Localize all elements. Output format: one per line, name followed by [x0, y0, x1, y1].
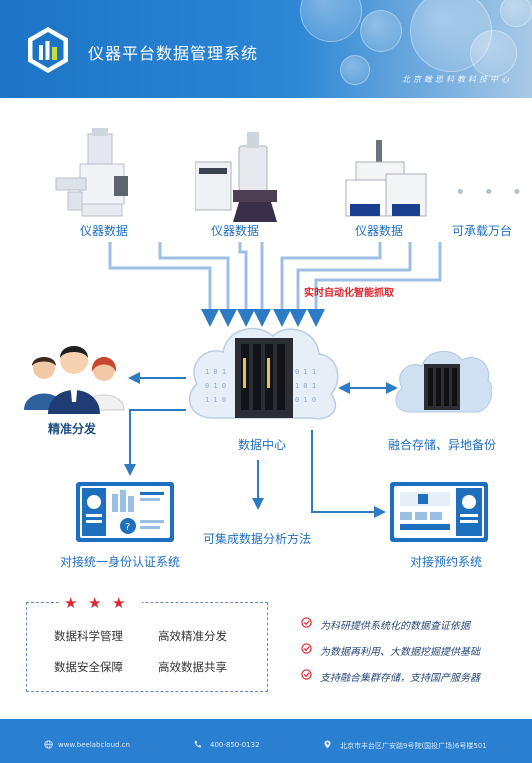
location-pin-icon — [324, 740, 331, 749]
instrument-2-label: 仪器数据 — [211, 224, 260, 238]
svg-text:0 1 1: 0 1 1 — [295, 368, 316, 376]
feature-item: 数据安全保障 — [54, 660, 123, 674]
backup-storage-cloud-icon — [395, 351, 492, 413]
more-instruments-ellipsis: • • • — [455, 182, 529, 203]
phone-icon — [194, 740, 202, 748]
users-group-icon — [24, 346, 125, 414]
header-banner — [0, 0, 532, 98]
bubble-decoration — [340, 55, 370, 85]
svg-text:?: ? — [125, 522, 130, 533]
bubble-decoration — [470, 30, 517, 77]
instrument-1-image — [55, 128, 128, 217]
features-box — [26, 602, 268, 692]
svg-text:0 1 0: 0 1 0 — [295, 396, 316, 404]
data-center-cloud-icon: 1 0 1 0 1 0 1 1 0 0 1 1 1 0 1 0 1 0 — [188, 327, 339, 420]
app-logo-icon — [28, 27, 68, 73]
identity-auth-card-icon: ? — [76, 482, 174, 542]
phone-number: 400-850-0132 — [210, 741, 260, 749]
check-circle-icon — [301, 643, 312, 654]
page-title: 仪器平台数据管理系统 — [88, 44, 259, 63]
instrument-3-image — [345, 140, 427, 217]
booking-system-card-icon — [390, 482, 488, 542]
feature-item: 高效精准分发 — [158, 629, 227, 643]
instrument-2-image — [195, 132, 277, 222]
svg-text:1 0 1: 1 0 1 — [205, 368, 226, 376]
bubble-decoration — [500, 0, 532, 27]
star-icon: ★ — [88, 594, 102, 612]
svg-text:0 1 0: 0 1 0 — [205, 382, 226, 390]
check-circle-icon — [301, 669, 312, 680]
instrument-capacity-label: 可承载万台 — [452, 224, 513, 238]
address: 北京市丰台区广安路9号院(国投广场)6号楼501 — [340, 742, 487, 750]
globe-icon — [44, 740, 53, 749]
feature-item: 高效数据共享 — [158, 660, 227, 674]
instrument-1-label: 仪器数据 — [80, 224, 129, 238]
stars-background — [60, 594, 142, 612]
star-icon: ★ — [112, 594, 126, 612]
data-center-label: 数据中心 — [238, 438, 287, 452]
footer-bar — [0, 719, 532, 763]
organization-name: 北京瞰思科教科技中心 — [402, 75, 512, 84]
svg-text:1 0 1: 1 0 1 — [295, 382, 316, 390]
analysis-methods-label: 可集成数据分析方法 — [203, 532, 312, 546]
benefit-item: 支持融合集群存储，支持国产服务器 — [320, 673, 480, 684]
benefit-item: 为数据再利用、大数据挖掘提供基础 — [320, 647, 480, 658]
auto-capture-label: 实时自动化智能抓取 — [304, 288, 394, 299]
precise-distribution-label: 精准分发 — [48, 422, 97, 436]
benefit-item: 为科研提供系统化的数据查证依据 — [320, 621, 470, 632]
storage-backup-label: 融合存储、异地备份 — [388, 438, 497, 452]
bubble-decoration — [360, 10, 402, 52]
feature-item: 数据科学管理 — [54, 629, 123, 643]
instrument-3-label: 仪器数据 — [355, 224, 404, 238]
website-link[interactable]: www.beelabcloud.cn — [58, 741, 130, 749]
svg-text:1 1 0: 1 1 0 — [205, 396, 226, 404]
star-icon: ★ — [64, 594, 78, 612]
check-circle-icon — [301, 617, 312, 628]
booking-system-label: 对接预约系统 — [410, 555, 483, 569]
identity-system-label: 对接统一身份认证系统 — [60, 555, 181, 569]
